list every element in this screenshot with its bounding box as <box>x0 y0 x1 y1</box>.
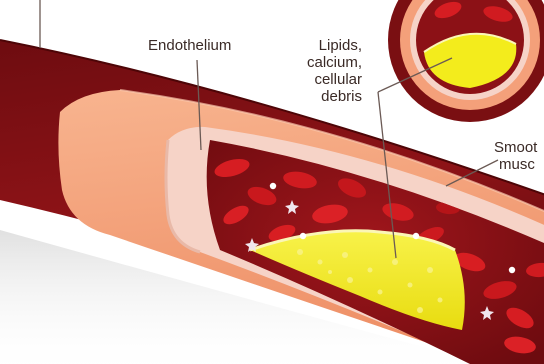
label-smooth-muscle-block: Smoot musc <box>494 139 537 173</box>
label-smooth-line1: Smoot <box>494 139 537 156</box>
label-smooth-line2: musc <box>494 156 537 173</box>
label-lipids-line2: calcium, <box>282 54 362 71</box>
label-lipids-line3: cellular <box>282 71 362 88</box>
cross-section-inset <box>388 0 544 122</box>
label-lipids-block: Lipids, calcium, cellular debris <box>282 37 362 105</box>
label-endothelium: Endothelium <box>148 37 231 54</box>
label-lipids-line4: debris <box>282 88 362 105</box>
label-lipids-line1: Lipids, <box>282 37 362 54</box>
